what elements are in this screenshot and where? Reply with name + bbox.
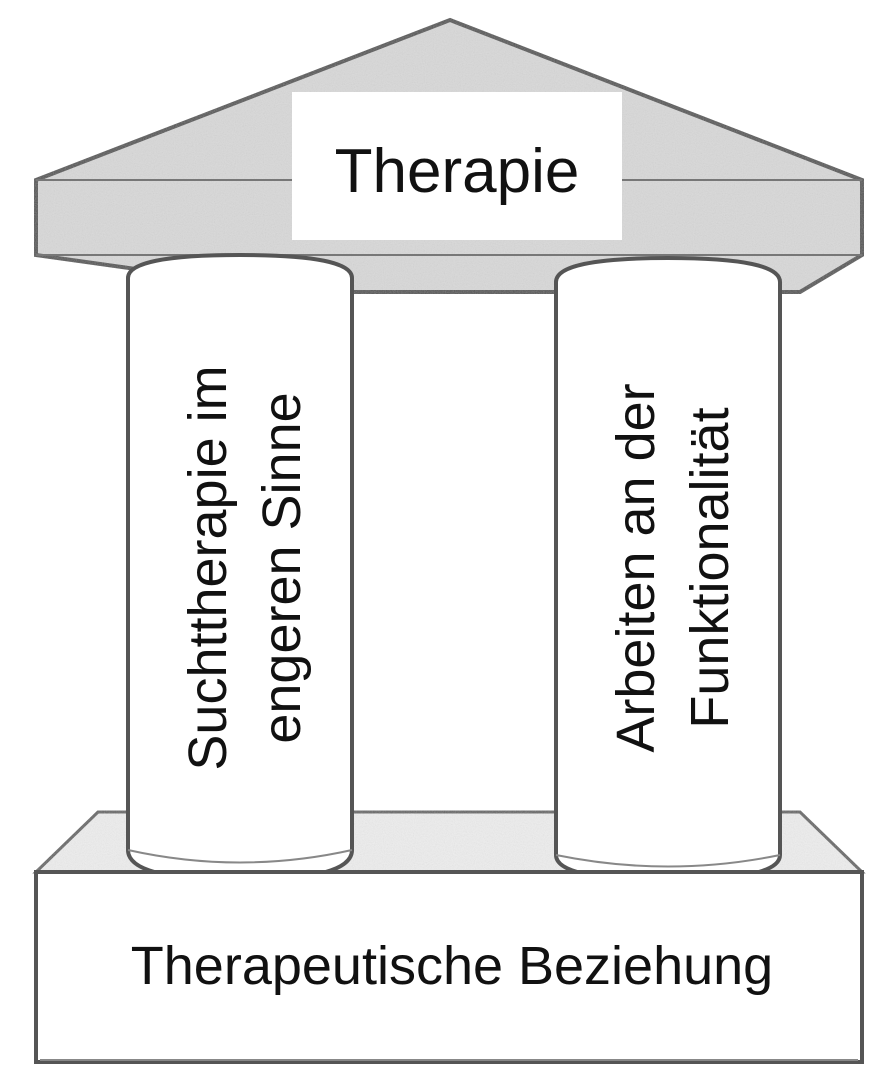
left-pillar-label-line2: engeren Sinne xyxy=(252,392,312,743)
foundation xyxy=(34,870,864,1064)
roof-label: Therapie xyxy=(335,137,580,206)
foundation-label: Therapeutische Beziehung xyxy=(131,936,773,996)
right-pillar-label-line2: Funktionalität xyxy=(680,407,740,728)
roof-label-box xyxy=(292,92,622,240)
left-pillar-label-line1: Suchttherapie im xyxy=(178,365,238,770)
left-pillar xyxy=(126,252,354,883)
right-pillar xyxy=(554,255,782,883)
right-pillar-label-line1: Arbeiten an der xyxy=(606,383,666,752)
